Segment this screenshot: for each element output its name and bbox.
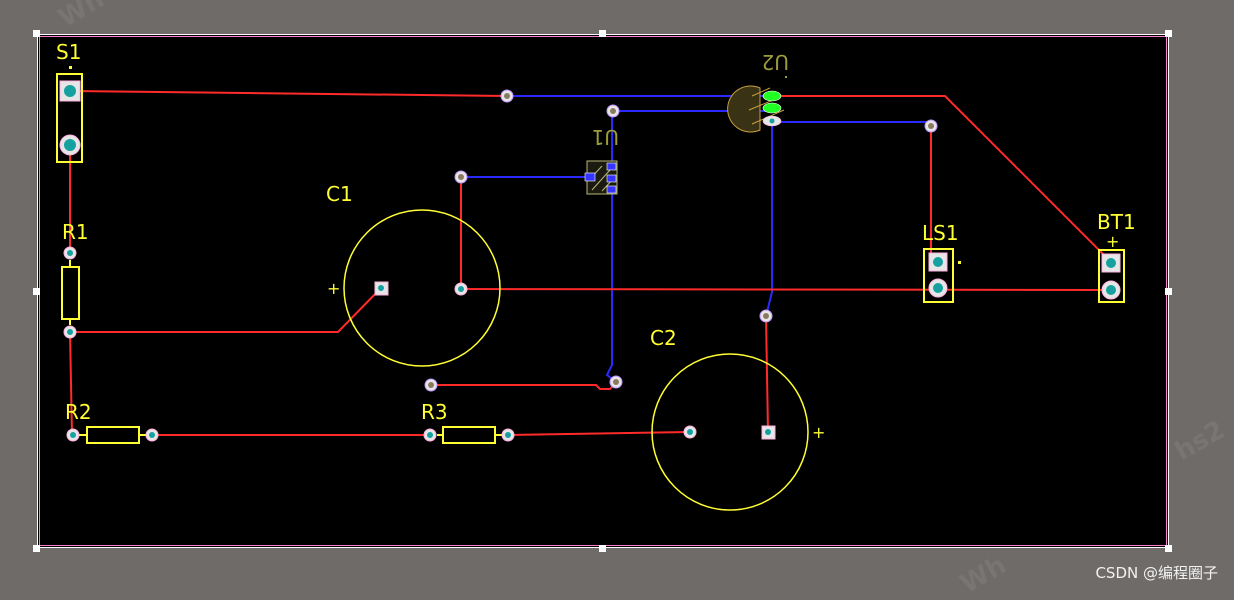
drill-hole bbox=[64, 139, 76, 151]
designator-u1[interactable]: U1 bbox=[592, 125, 619, 149]
via-hole bbox=[504, 93, 510, 99]
c2-outline bbox=[651, 353, 809, 511]
drill-hole bbox=[149, 432, 155, 438]
drill-hole bbox=[1106, 258, 1116, 268]
component-u2[interactable]: U2 bbox=[727, 50, 789, 133]
drill-hole bbox=[933, 283, 943, 293]
ls1-outline bbox=[923, 248, 954, 303]
bt1-polarity-mark: + bbox=[1106, 232, 1119, 251]
top-trace[interactable] bbox=[69, 331, 73, 436]
u1-pad[interactable] bbox=[606, 174, 617, 183]
designator-r3[interactable]: R3 bbox=[421, 400, 448, 424]
top-trace[interactable] bbox=[70, 287, 382, 333]
via-hole bbox=[928, 123, 934, 129]
resize-handle[interactable] bbox=[33, 288, 40, 295]
board-area[interactable] bbox=[37, 34, 1169, 548]
drill-hole bbox=[505, 432, 511, 438]
drill-hole bbox=[687, 429, 693, 435]
component-r2[interactable]: R2 bbox=[65, 400, 159, 444]
via-hole bbox=[458, 174, 464, 180]
designator-bt1[interactable]: BT1 bbox=[1097, 210, 1136, 234]
drill-hole bbox=[64, 85, 76, 97]
component-bt1[interactable]: + BT1 bbox=[1097, 210, 1136, 303]
resize-handle[interactable] bbox=[1165, 545, 1172, 552]
component-c2[interactable]: + C2 bbox=[650, 326, 825, 511]
drill-hole bbox=[933, 257, 943, 267]
component-c1[interactable]: + C1 bbox=[326, 182, 501, 367]
via-hole bbox=[428, 382, 434, 388]
credit-text: CSDN @编程圈子 bbox=[1095, 564, 1218, 582]
pin1-dot bbox=[958, 261, 961, 264]
designator-s1[interactable]: S1 bbox=[56, 40, 81, 64]
drill-hole bbox=[67, 250, 73, 256]
designator-r1[interactable]: R1 bbox=[62, 220, 89, 244]
drill-hole bbox=[67, 329, 73, 335]
designator-ls1[interactable]: LS1 bbox=[922, 221, 959, 245]
c1-polarity-mark: + bbox=[327, 279, 340, 298]
resize-handle[interactable] bbox=[599, 30, 606, 37]
drill-hole bbox=[427, 432, 433, 438]
via-hole bbox=[613, 379, 619, 385]
u1-pad[interactable] bbox=[606, 185, 617, 194]
designator-u2[interactable]: U2 bbox=[762, 50, 789, 74]
bottom-trace[interactable] bbox=[765, 122, 773, 317]
u2-pad-2[interactable] bbox=[762, 102, 782, 114]
c2-polarity-mark: + bbox=[812, 423, 825, 442]
vias bbox=[424, 89, 938, 392]
s1-outline bbox=[56, 73, 83, 163]
u1-pad[interactable] bbox=[584, 172, 596, 182]
u1-pad[interactable] bbox=[606, 162, 617, 171]
drill-hole bbox=[458, 286, 464, 292]
designator-c1[interactable]: C1 bbox=[326, 182, 353, 206]
component-s1[interactable]: S1 bbox=[56, 40, 83, 163]
top-trace[interactable] bbox=[69, 90, 508, 97]
u2-pad-1[interactable] bbox=[762, 90, 782, 102]
top-trace[interactable] bbox=[460, 288, 1112, 291]
component-r1[interactable]: R1 bbox=[61, 220, 89, 339]
u2-body bbox=[727, 85, 761, 133]
resize-handle[interactable] bbox=[33, 545, 40, 552]
pin1-dot bbox=[785, 76, 787, 78]
drill-hole bbox=[70, 432, 76, 438]
bt1-outline bbox=[1098, 249, 1125, 303]
drill-hole bbox=[378, 285, 384, 291]
component-ls1[interactable]: LS1 bbox=[922, 221, 961, 303]
resize-handle[interactable] bbox=[1165, 30, 1172, 37]
drill-hole bbox=[769, 118, 775, 124]
top-trace[interactable] bbox=[765, 315, 769, 433]
component-r3[interactable]: R3 bbox=[421, 400, 515, 444]
resize-handle[interactable] bbox=[1165, 288, 1172, 295]
via-hole bbox=[610, 108, 616, 114]
designator-r2[interactable]: R2 bbox=[65, 400, 92, 424]
drill-hole bbox=[1106, 285, 1116, 295]
hatch bbox=[751, 87, 771, 97]
selection-handles[interactable] bbox=[33, 30, 1172, 552]
component-u1[interactable]: U1 bbox=[584, 125, 619, 195]
resize-handle[interactable] bbox=[33, 30, 40, 37]
via-hole bbox=[763, 313, 769, 319]
resize-handle[interactable] bbox=[599, 545, 606, 552]
top-trace[interactable] bbox=[507, 431, 691, 436]
drill-hole bbox=[765, 429, 771, 435]
pin1-dot bbox=[69, 66, 72, 69]
c1-outline bbox=[343, 209, 501, 367]
hatch bbox=[591, 169, 611, 191]
top-trace[interactable] bbox=[772, 95, 1112, 263]
designator-c2[interactable]: C2 bbox=[650, 326, 677, 350]
